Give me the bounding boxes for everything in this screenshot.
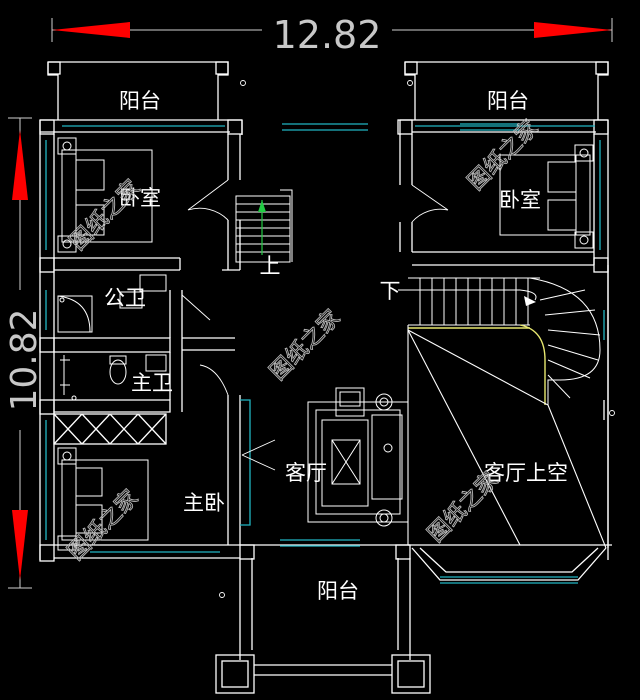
dimension-arrow-left <box>52 22 130 38</box>
left-dimension: 10.82 <box>4 117 45 589</box>
label-bedroom-right: 卧室 <box>499 188 541 212</box>
doors <box>181 80 615 598</box>
label-living-void: 客厅上空 <box>484 461 568 485</box>
top-dimension: 12.82 <box>51 13 613 57</box>
stair-down <box>398 277 601 405</box>
room-labels: 阳台 阳台 卧室 卧室 上 下 公卫 主卫 客厅 主卧 客厅上空 阳台 <box>104 89 568 603</box>
label-master-bedroom: 主卧 <box>183 491 225 515</box>
windows <box>45 123 605 584</box>
bed-master <box>57 447 149 551</box>
height-dimension: 10.82 <box>4 308 45 411</box>
label-stair-down: 下 <box>380 279 401 303</box>
bed-left <box>57 137 153 253</box>
label-stair-up: 上 <box>260 254 281 278</box>
width-dimension: 12.82 <box>273 13 382 57</box>
bathroom-fixtures <box>57 274 167 401</box>
label-public-bath: 公卫 <box>104 286 146 310</box>
label-master-bath: 主卫 <box>131 371 173 395</box>
stair-up <box>235 189 293 263</box>
bed-right <box>499 144 594 249</box>
sofa-set <box>307 387 409 527</box>
dimension-arrow-top <box>12 130 28 200</box>
dimension-arrow-right <box>534 22 612 38</box>
label-balcony-bottom: 阳台 <box>317 579 359 603</box>
label-balcony-top-left: 阳台 <box>119 89 161 113</box>
dimension-arrow-bottom <box>12 510 28 580</box>
label-bedroom-left: 卧室 <box>119 186 161 210</box>
label-balcony-top-right: 阳台 <box>487 89 529 113</box>
label-living-room: 客厅 <box>285 461 327 485</box>
walls <box>39 61 612 694</box>
